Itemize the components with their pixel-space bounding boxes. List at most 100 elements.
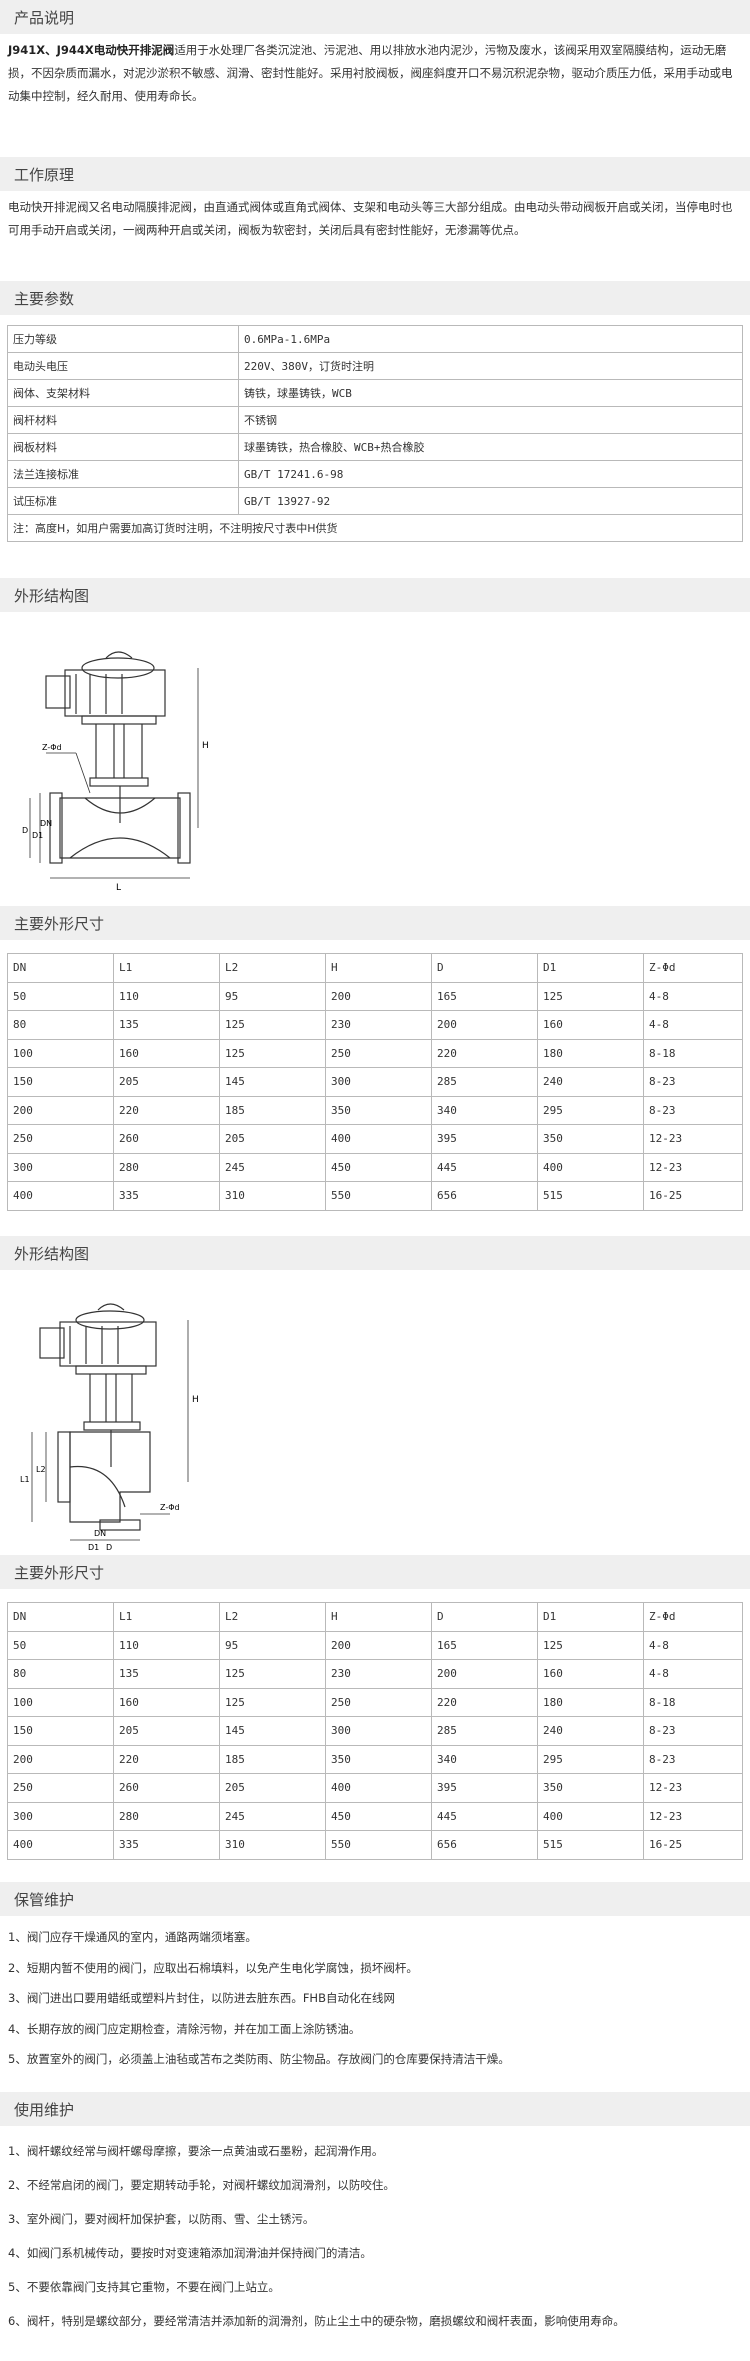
param-label: 压力等级 [7, 325, 239, 353]
cell: 80 [7, 1659, 114, 1689]
param-value: 0.6MPa-1.6MPa [238, 325, 743, 353]
cell: 220 [431, 1687, 538, 1717]
cell: 250 [7, 1773, 114, 1803]
list-item: 2、不经常启闭的阀门，要定期转动手轮，对阀杆螺纹加润滑剂，以防咬住。 [8, 2178, 395, 2192]
diagram1-title: 外形结构图 [14, 586, 90, 605]
col-header: DN [7, 953, 114, 983]
intro-title: 产品说明 [14, 8, 75, 27]
section-header-diagram2: 外形结构图 [0, 1236, 750, 1270]
cell: 335 [113, 1181, 220, 1211]
cell: 16-25 [643, 1830, 743, 1860]
cell: 200 [431, 1010, 538, 1040]
section-header-storage: 保管维护 [0, 1882, 750, 1916]
cell: 350 [325, 1744, 432, 1774]
cell: 220 [431, 1038, 538, 1068]
cell: 400 [7, 1830, 114, 1860]
cell: 8-18 [643, 1038, 743, 1068]
cell: 515 [537, 1830, 644, 1860]
list-item: 3、阀门进出口要用蜡纸或塑料片封住，以防进去脏东西。FHB自动化在线网 [8, 1991, 395, 2005]
cell: 185 [219, 1744, 326, 1774]
cell: 95 [219, 1630, 326, 1660]
cell: 340 [431, 1095, 538, 1125]
cell: 230 [325, 1659, 432, 1689]
dim-l1-label: L1 [20, 1475, 30, 1484]
cell: 295 [537, 1095, 644, 1125]
table-row: 阀板材料球墨铸铁，热合橡胶、WCB+热合橡胶 [7, 433, 743, 461]
cell: 400 [325, 1773, 432, 1803]
cell: 400 [537, 1801, 644, 1831]
dims1-title: 主要外形尺寸 [14, 914, 105, 933]
params-note: 注：高度H，如用户需要加高订货时注明，不注明按尺寸表中H供货 [7, 514, 743, 542]
col-header: D [431, 953, 538, 983]
cell: 550 [325, 1830, 432, 1860]
section-header-intro: 产品说明 [0, 0, 750, 34]
param-label: 法兰连接标准 [7, 460, 239, 488]
dim-z-label: Z-Φd [160, 1503, 180, 1512]
param-value: GB/T 17241.6-98 [238, 460, 743, 488]
param-label: 试压标准 [7, 487, 239, 515]
cell: 450 [325, 1152, 432, 1182]
cell: 150 [7, 1067, 114, 1097]
list-item: 1、阀门应存干燥通风的室内，通路两端须堵塞。 [8, 1930, 257, 1944]
cell: 8-18 [643, 1687, 743, 1717]
param-label: 阀杆材料 [7, 406, 239, 434]
dim-z-label: Z-Φd [42, 743, 62, 752]
cell: 205 [219, 1124, 326, 1154]
cell: 280 [113, 1801, 220, 1831]
intro-paragraph: J941X、J944X电动快开排泥阀适用于水处理厂各类沉淀池、污泥池、用以排放水… [0, 34, 750, 108]
cell: 350 [537, 1124, 644, 1154]
cell: 220 [113, 1744, 220, 1774]
section-header-params: 主要参数 [0, 281, 750, 315]
cell: 400 [7, 1181, 114, 1211]
cell: 100 [7, 1038, 114, 1068]
cell: 165 [431, 981, 538, 1011]
col-header: H [325, 1602, 432, 1632]
cell: 300 [325, 1716, 432, 1746]
cell: 100 [7, 1687, 114, 1717]
table-header-row: DN L1 L2 H D D1 Z-Φd [7, 953, 743, 983]
section-header-principle: 工作原理 [0, 157, 750, 191]
cell: 8-23 [643, 1744, 743, 1774]
cell: 205 [219, 1773, 326, 1803]
cell: 445 [431, 1152, 538, 1182]
list-item: 2、短期内暂不使用的阀门，应取出石棉填料，以免产生电化学腐蚀，损坏阀杆。 [8, 1960, 418, 1975]
list-item: 5、放置室外的阀门，必须盖上油毡或苫布之类防雨、防尘物品。存放阀门的仓库要保持清… [8, 2052, 510, 2066]
cell: 4-8 [643, 1630, 743, 1660]
col-header: L2 [219, 953, 326, 983]
cell: 125 [219, 1659, 326, 1689]
dim-dn-label: DN [40, 819, 52, 828]
cell: 350 [537, 1773, 644, 1803]
cell: 300 [7, 1801, 114, 1831]
cell: 310 [219, 1181, 326, 1211]
list-item: 6、阀杆，特别是螺纹部分，要经常清洁并添加新的润滑剂，防止尘土中的硬杂物，磨损螺… [8, 2314, 625, 2328]
cell: 12-23 [643, 1124, 743, 1154]
diagram2-section: 外形结构图 H Z-Φd L1 L [0, 1236, 750, 1552]
dim-h-label: H [202, 741, 209, 751]
list-item: 3、室外阀门，要对阀杆加保护套，以防雨、雪、尘土锈污。 [8, 2212, 315, 2226]
cell: 400 [537, 1152, 644, 1182]
straight-valve-diagram: H Z-Φd D D1 DN L [22, 651, 209, 893]
list-item: 4、长期存放的阀门应定期检查，清除污物，并在加工面上涂防锈油。 [8, 2021, 361, 2036]
diagram2-title: 外形结构图 [14, 1244, 90, 1263]
dims2-title: 主要外形尺寸 [14, 1563, 105, 1582]
dim-d1-label: D1 [32, 831, 43, 840]
section-header-usage: 使用维护 [0, 2092, 750, 2126]
cell: 285 [431, 1067, 538, 1097]
usage-section: 使用维护 1、阀杆螺纹经常与阀杆螺母摩擦，要涂一点黄油或石墨粉，起润滑作用。 2… [0, 2092, 750, 2338]
dim-dn-label: DN [94, 1529, 106, 1538]
cell: 125 [537, 981, 644, 1011]
cell: 12-23 [643, 1152, 743, 1182]
cell: 110 [113, 1630, 220, 1660]
